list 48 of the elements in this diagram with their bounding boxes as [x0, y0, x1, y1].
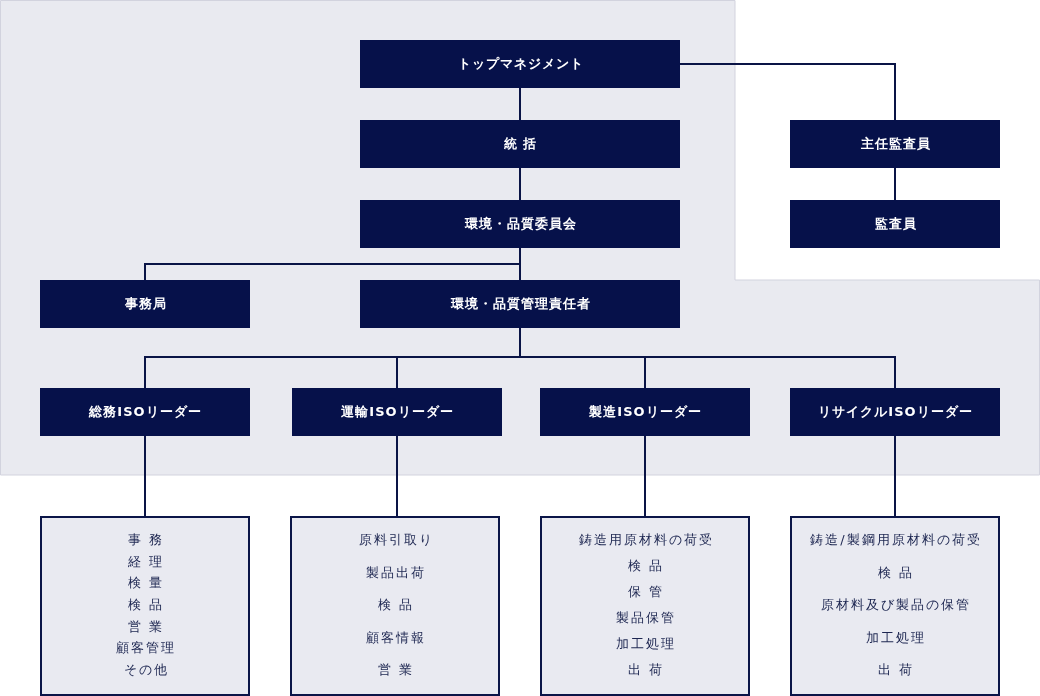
role-box: 製造ISOリーダー	[540, 388, 750, 436]
connector-line	[519, 167, 521, 201]
duty-item: 加工処理	[615, 635, 676, 653]
duty-item: 出 荷	[626, 661, 665, 679]
connector-line	[144, 435, 146, 517]
duty-item: 出 荷	[876, 661, 915, 679]
connector-line	[679, 63, 896, 121]
duty-list-box	[540, 516, 750, 696]
duty-item: 事 務	[126, 531, 165, 549]
duty-list-box	[290, 516, 500, 696]
duty-item: 検 品	[376, 596, 415, 614]
duty-item: 鋳造用原材料の荷受	[577, 531, 714, 549]
duty-item: 検 量	[126, 574, 165, 593]
duty-item: 顧客管理	[115, 639, 176, 658]
role-box: 統 括	[360, 120, 680, 168]
duty-item: その他	[122, 660, 169, 679]
duty-item: 営 業	[126, 617, 165, 636]
connector-line	[144, 327, 896, 389]
role-box: 事務局	[40, 280, 250, 328]
duty-item: 検 品	[126, 595, 165, 614]
duty-item: 顧客情報	[365, 628, 426, 647]
role-box: 環境・品質委員会	[360, 200, 680, 248]
duty-item: 営 業	[376, 661, 415, 679]
role-box: 総務ISOリーダー	[40, 388, 250, 436]
duty-item: 経 理	[126, 552, 165, 571]
duty-item: 加工処理	[865, 628, 926, 647]
duty-item: 製品保管	[615, 609, 676, 627]
role-box: 運輸ISOリーダー	[292, 388, 502, 436]
connector-line	[894, 167, 896, 201]
connector-line	[396, 435, 398, 517]
role-box: 監査員	[790, 200, 1000, 248]
duty-item: 鋳造/製鋼用原材料の荷受	[809, 531, 982, 549]
role-box: リサイクルISOリーダー	[790, 388, 1000, 436]
duty-item: 原材料及び製品の保管	[820, 596, 971, 614]
role-box: 環境・品質管理責任者	[360, 280, 680, 328]
duty-item: 原料引取り	[357, 531, 434, 549]
duty-list-box	[40, 516, 250, 696]
role-box: トップマネジメント	[360, 40, 680, 88]
duty-list-box	[790, 516, 1000, 696]
duty-item: 製品出荷	[365, 563, 426, 582]
role-box: 主任監査員	[790, 120, 1000, 168]
duty-item: 検 品	[626, 557, 665, 575]
connector-line	[144, 247, 521, 281]
connector-line	[894, 435, 896, 517]
connector-line	[519, 87, 521, 121]
duty-item: 検 品	[876, 563, 915, 582]
connector-line	[644, 435, 646, 517]
duty-item: 保 管	[626, 583, 665, 601]
